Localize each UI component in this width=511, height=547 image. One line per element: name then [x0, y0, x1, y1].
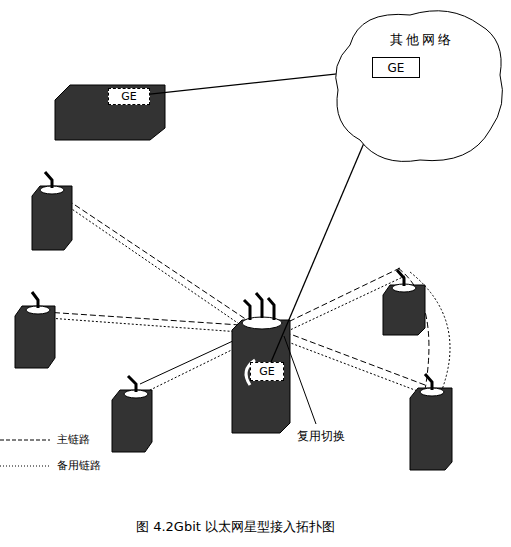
- cloud-network: 其他网络 GE: [330, 5, 508, 170]
- legend-backup-sample: [0, 466, 50, 467]
- cloud-outline: [330, 5, 508, 170]
- ge-box: GE: [108, 88, 150, 105]
- interface-label: GE: [259, 365, 274, 378]
- legend-text: 备用链路: [56, 458, 102, 473]
- interface-label: GE: [121, 90, 136, 103]
- ge-box: GE: [372, 57, 420, 78]
- legend-text: 主链路: [56, 432, 91, 447]
- switch-label: 复用切换: [296, 428, 346, 445]
- network-label: 其他网络: [390, 31, 508, 49]
- ge-box: GE: [250, 362, 284, 381]
- legend-main-sample: [0, 440, 50, 441]
- figure-caption: 图 4.2Gbit 以太网星型接入拓扑图: [135, 518, 336, 536]
- interface-label: GE: [388, 61, 405, 75]
